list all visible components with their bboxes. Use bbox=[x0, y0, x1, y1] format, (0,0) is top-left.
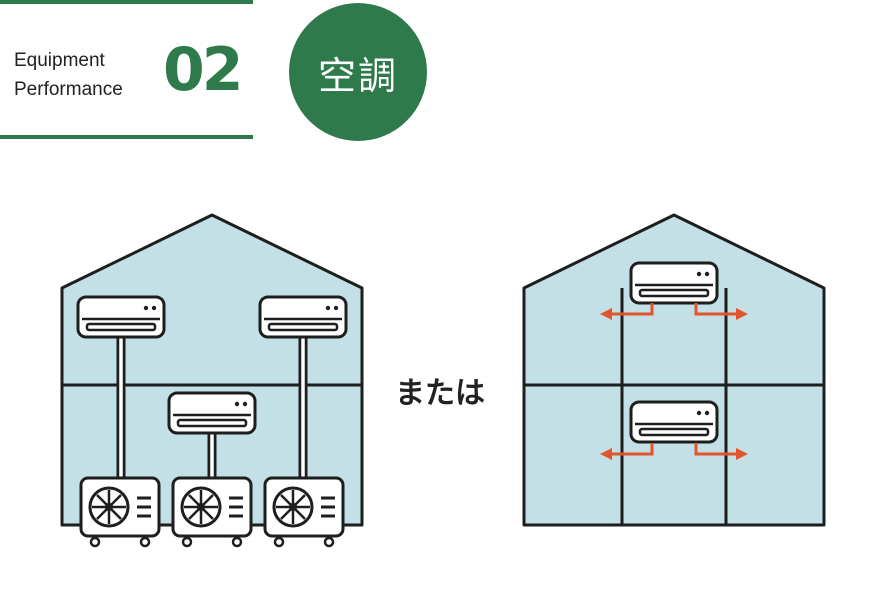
air-conditioner-icon bbox=[76, 295, 166, 339]
air-conditioner-icon bbox=[629, 400, 719, 444]
outdoor-unit-icon bbox=[79, 476, 161, 548]
or-label: または bbox=[395, 376, 485, 411]
right-greenhouse bbox=[522, 213, 826, 527]
category-badge: 空調 bbox=[289, 3, 427, 141]
air-conditioner-icon bbox=[629, 261, 719, 305]
header-bottom-rule bbox=[0, 135, 253, 139]
category-badge-text: 空調 bbox=[317, 53, 398, 98]
greenhouse-icon bbox=[522, 213, 826, 527]
greenhouse-icon bbox=[60, 213, 364, 527]
air-conditioner-icon bbox=[167, 391, 257, 435]
left-greenhouse bbox=[60, 213, 364, 548]
air-conditioner-icon bbox=[258, 295, 348, 339]
label-line-2: Performance bbox=[14, 79, 123, 100]
outdoor-unit-icon bbox=[263, 476, 345, 548]
label-line-1: Equipment bbox=[14, 50, 105, 71]
outdoor-unit-icon bbox=[171, 476, 253, 548]
section-number: 02 bbox=[163, 35, 243, 105]
equipment-performance-label: Equipment Performance bbox=[14, 46, 123, 104]
header-top-rule bbox=[0, 0, 253, 4]
